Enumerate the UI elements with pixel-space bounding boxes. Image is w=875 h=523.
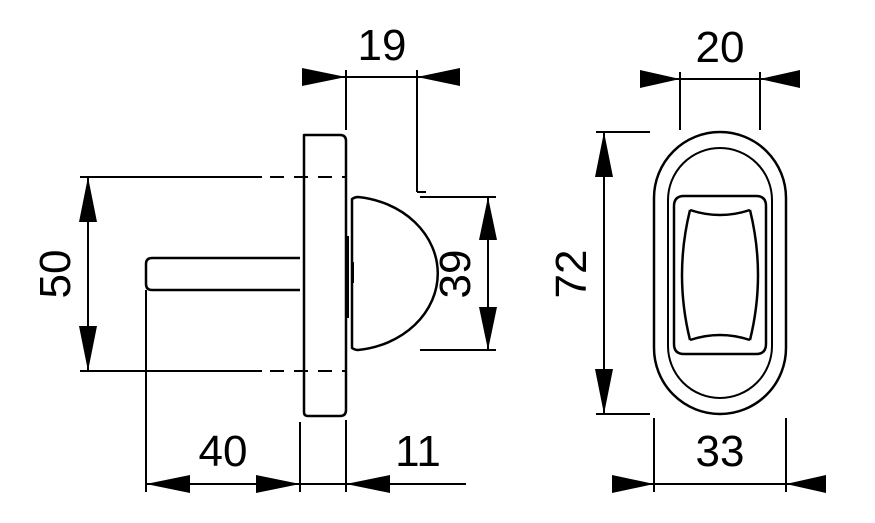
dim-50-arrow-top — [79, 177, 97, 222]
turn-knob-top-curve — [689, 208, 751, 217]
dim-33-arrow-left — [612, 475, 654, 493]
dim-72-label: 72 — [547, 250, 596, 299]
front-view: 20 72 33 — [547, 23, 826, 493]
dim-20-label: 20 — [696, 23, 745, 72]
dim-50-label: 50 — [31, 250, 80, 299]
dim-11-label: 11 — [395, 427, 441, 476]
dim-19-arrow-left — [302, 68, 346, 86]
turn-knob-right-groove — [748, 209, 760, 341]
dim-19-arrow-right — [417, 68, 460, 86]
dim-72-arrow-bottom — [595, 369, 613, 414]
dim-72-arrow-top — [595, 132, 613, 177]
dim-33-arrow-right — [786, 475, 826, 493]
dim-40-arrow-left — [146, 475, 190, 493]
dim-40-label: 40 — [199, 427, 248, 476]
dim-20-arrow-right — [760, 70, 800, 88]
dim-33-label: 33 — [696, 427, 745, 476]
dim-39-arrow-bottom — [479, 307, 497, 350]
rosette-outer — [652, 130, 788, 416]
turn-knob-bottom-curve — [689, 333, 751, 342]
turn-knob-outline — [672, 194, 768, 356]
turn-knob-left-groove — [680, 209, 692, 341]
dim-20-arrow-left — [640, 70, 680, 88]
turn-knob-dome — [350, 195, 440, 352]
dim-39-label: 39 — [431, 250, 480, 299]
spindle — [144, 256, 300, 292]
dim-39-arrow-top — [479, 197, 497, 240]
dim-11-arrow-left — [346, 475, 390, 493]
dim-40-arrow-right — [256, 475, 300, 493]
dim-19-label: 19 — [358, 21, 407, 70]
dim-50-arrow-bottom — [79, 326, 97, 371]
rosette-inner — [667, 147, 773, 399]
rosette-plate-side — [302, 133, 348, 418]
side-view: 50 19 39 40 11 — [31, 21, 497, 493]
